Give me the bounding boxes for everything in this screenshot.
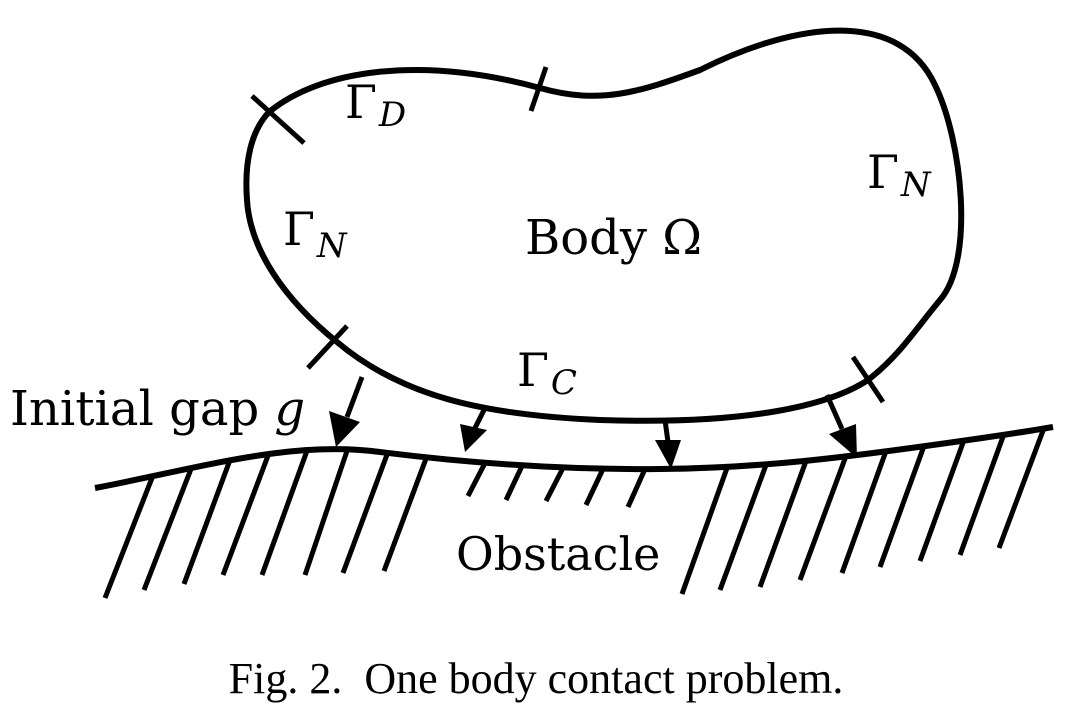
- gamma-n-right-label: ΓN: [867, 145, 932, 205]
- boundary-tick-dirichlet-left: [250, 94, 306, 145]
- body-label: Body Ω: [525, 210, 702, 266]
- boundary-tick-dirichlet-right: [528, 66, 549, 112]
- boundary-tick-contact-left: [306, 324, 349, 370]
- gamma-n-left-label: ΓN: [283, 202, 348, 266]
- obstacle-surface: [94, 424, 1054, 491]
- figure-caption: Fig. 2. One body contact problem.: [229, 654, 844, 703]
- gap-arrow-3-shaft: [662, 419, 671, 443]
- gap-arrow-4-shaft: [824, 393, 845, 431]
- gap-arrow-2-head: [460, 424, 487, 452]
- initial-gap-symbol: g: [274, 381, 305, 437]
- gap-arrow-4-head: [829, 424, 857, 458]
- obstacle-label: Obstacle: [456, 527, 660, 581]
- initial-gap-label: Initial gap g: [10, 381, 305, 437]
- initial-gap-text: Initial gap: [10, 381, 274, 437]
- gap-arrows: [329, 376, 857, 469]
- gap-arrow-1-shaft: [344, 376, 365, 418]
- gap-arrow-1-head: [329, 411, 360, 447]
- gap-arrow-2-shaft: [472, 406, 488, 430]
- obstacle-hatching: [102, 427, 1047, 599]
- gap-arrow-3-head: [655, 440, 681, 469]
- gamma-c-label: ΓC: [517, 343, 577, 403]
- gamma-d-label: ΓD: [345, 75, 406, 135]
- body-outline: [243, 27, 965, 424]
- boundary-tick-contact-right: [850, 355, 886, 404]
